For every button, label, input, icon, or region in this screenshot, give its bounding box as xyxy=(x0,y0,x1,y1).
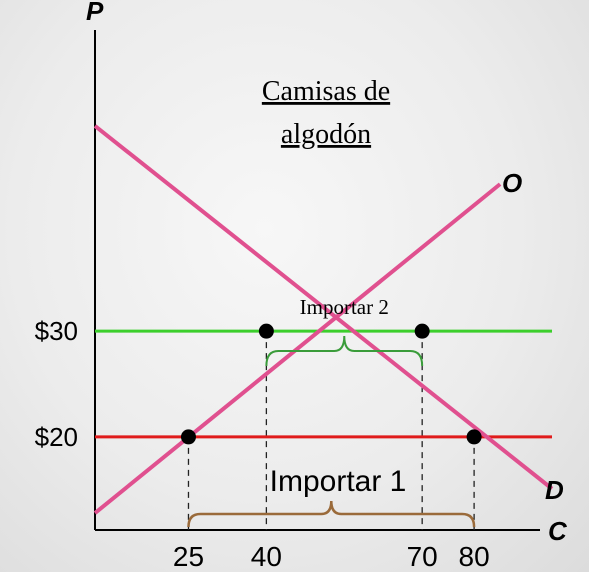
chart-title-line-2: algodón xyxy=(281,119,371,150)
supply-label: O xyxy=(502,168,522,198)
price-tick-30: $30 xyxy=(35,316,78,346)
qty-tick-80: 80 xyxy=(459,541,490,572)
import-2-bracket xyxy=(265,335,424,367)
demand-line xyxy=(93,124,554,491)
supply-line xyxy=(93,182,502,515)
y-axis-label: P xyxy=(86,0,104,26)
chart-title-line-1: Camisas de xyxy=(262,76,390,107)
point-25-20 xyxy=(180,429,196,445)
x-axis-label: C xyxy=(548,516,568,546)
dashed-guides xyxy=(187,331,475,530)
point-40-30 xyxy=(258,323,274,339)
import-1-bracket xyxy=(187,500,476,528)
qty-tick-25: 25 xyxy=(173,541,204,572)
price-tick-20: $20 xyxy=(35,422,78,452)
import-1-label: Importar 1 xyxy=(270,465,407,498)
demand-label: D xyxy=(545,475,564,505)
points-group xyxy=(180,323,482,445)
qty-tick-70: 70 xyxy=(407,541,438,572)
qty-tick-40: 40 xyxy=(251,541,282,572)
point-80-20 xyxy=(466,429,482,445)
point-70-30 xyxy=(414,323,430,339)
import-2-label: Importar 2 xyxy=(300,295,389,319)
